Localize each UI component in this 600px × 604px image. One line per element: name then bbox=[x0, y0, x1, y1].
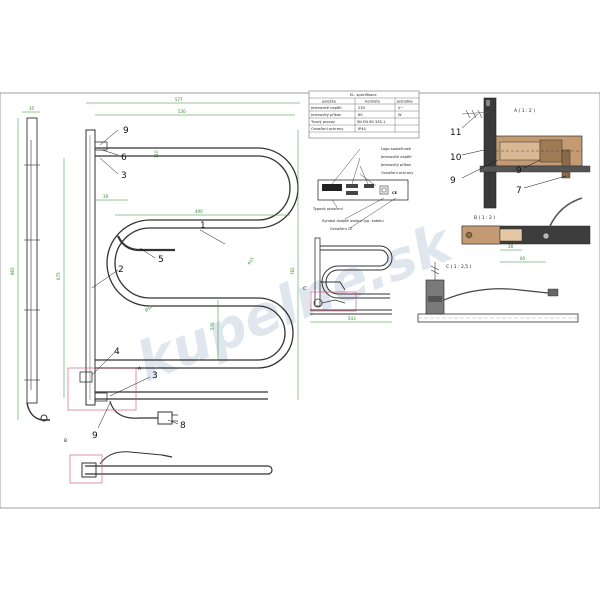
dim-side-width: 543 bbox=[310, 316, 392, 323]
detail-b-marker bbox=[67, 367, 137, 411]
callout-8: 8 bbox=[180, 421, 186, 431]
detail-a-mark: A bbox=[138, 366, 142, 372]
dim-rail-length: 530 bbox=[95, 109, 295, 116]
svg-text:28: 28 bbox=[508, 244, 514, 249]
dim-height-right: 782 bbox=[290, 130, 299, 400]
spec-row-1-unit: V~ bbox=[398, 106, 403, 110]
callout-10: 10 bbox=[450, 153, 462, 163]
dim-detail-b-60: 60 bbox=[500, 256, 546, 263]
spec-row-3-label: Trvalý provoz bbox=[310, 120, 335, 124]
detail-a bbox=[461, 97, 591, 209]
svg-text:60: 60 bbox=[520, 256, 526, 261]
detail-c bbox=[417, 262, 579, 323]
detail-c-source bbox=[310, 291, 357, 312]
callout-5: 5 bbox=[158, 255, 164, 265]
callout-1: 1 bbox=[200, 221, 206, 231]
svg-text:576: 576 bbox=[210, 322, 215, 330]
svg-text:39: 39 bbox=[103, 194, 109, 199]
svg-text:R15: R15 bbox=[247, 256, 255, 266]
dim-tube-dia: Ø32 bbox=[144, 304, 154, 313]
dim-height-inner: 675 bbox=[56, 158, 65, 398]
label-double-insulation: Symbol dvojité izolace typ. kabelu bbox=[322, 219, 384, 223]
svg-text:CE: CE bbox=[392, 191, 398, 195]
label-ce: Označení CE bbox=[330, 227, 353, 231]
rating-label-plate: CE bbox=[317, 179, 409, 201]
callout-9d: 9 bbox=[516, 166, 522, 176]
spec-row-4-value: IP44 bbox=[358, 127, 367, 131]
callouts-detail-a bbox=[461, 113, 567, 189]
svg-text:Ø32: Ø32 bbox=[144, 304, 154, 313]
dim-inner-span: 490 bbox=[115, 209, 290, 216]
detail-c-marker bbox=[69, 454, 103, 484]
label-logo: Logo společnosti bbox=[381, 147, 411, 151]
dim-small-radius: R15 bbox=[247, 256, 255, 266]
label-protection: Označení ochrany bbox=[381, 171, 414, 175]
detail-b-title: B ( 1 : 2 ) bbox=[474, 215, 495, 221]
callout-4: 4 bbox=[114, 347, 120, 357]
spec-table-title: EL. specifikace bbox=[350, 93, 377, 97]
svg-text:675: 675 bbox=[56, 272, 61, 280]
spec-header-value: hodnota bbox=[365, 100, 380, 104]
detail-a-title: A ( 1 : 2 ) bbox=[514, 108, 535, 114]
spec-row-2-value: 60 bbox=[358, 113, 363, 117]
svg-text:530: 530 bbox=[178, 109, 186, 114]
dim-bend-gap: 576 bbox=[210, 300, 219, 360]
svg-text:782: 782 bbox=[290, 267, 295, 275]
spec-row-3-value: SN EN 60 335-1 bbox=[357, 120, 385, 124]
callout-2: 2 bbox=[118, 265, 124, 275]
dim-flange: 35 bbox=[22, 106, 40, 113]
dim-overall-width: 577 bbox=[86, 97, 300, 104]
spec-row-1-label: Jmenovité napětí bbox=[310, 106, 343, 110]
dim-height-total: 865 bbox=[10, 118, 19, 420]
detail-c-title: C ( 1 : 2,5 ) bbox=[446, 264, 472, 270]
spec-row-4-label: Označení ochrany bbox=[311, 127, 344, 131]
detail-b bbox=[461, 197, 591, 245]
svg-text:543: 543 bbox=[348, 316, 356, 321]
dim-offset: 39 bbox=[95, 194, 128, 201]
spec-table: EL. specifikace položka hodnota jednotka… bbox=[308, 90, 420, 139]
callout-9c: 9 bbox=[450, 176, 456, 186]
callout-6: 6 bbox=[121, 153, 127, 163]
dim-detail-b-28: 28 bbox=[500, 244, 522, 251]
spec-row-2-unit: W bbox=[398, 113, 402, 117]
svg-text:35: 35 bbox=[29, 106, 35, 111]
svg-text:865: 865 bbox=[10, 267, 15, 275]
label-type: Typové označení bbox=[312, 207, 344, 211]
callout-9b: 9 bbox=[92, 431, 98, 441]
spec-row-2-label: Jmenovitý příkon bbox=[310, 113, 341, 117]
callout-7: 7 bbox=[516, 186, 522, 196]
callout-11: 11 bbox=[450, 128, 461, 138]
side-view-left bbox=[24, 117, 50, 422]
callouts-main bbox=[91, 129, 226, 429]
spec-header-item: položka bbox=[322, 100, 336, 104]
callout-3: 3 bbox=[121, 171, 127, 181]
svg-text:490: 490 bbox=[195, 209, 203, 214]
callout-9: 9 bbox=[123, 126, 129, 136]
detail-b-mark: B bbox=[64, 438, 67, 444]
label-annotations bbox=[331, 148, 397, 229]
side-view-middle bbox=[310, 237, 393, 315]
spec-header-unit: jednotka bbox=[396, 100, 413, 104]
svg-text:577: 577 bbox=[175, 97, 183, 102]
detail-c-mark: C bbox=[303, 286, 306, 292]
svg-text:110: 110 bbox=[154, 150, 159, 158]
dim-pitch: 110 bbox=[154, 150, 159, 158]
spec-row-1-value: 230 bbox=[358, 106, 366, 110]
callout-3b: 3 bbox=[152, 371, 158, 381]
label-power: Jmenovitý příkon bbox=[380, 163, 411, 167]
label-voltage: Jmenovité napětí bbox=[380, 155, 413, 159]
